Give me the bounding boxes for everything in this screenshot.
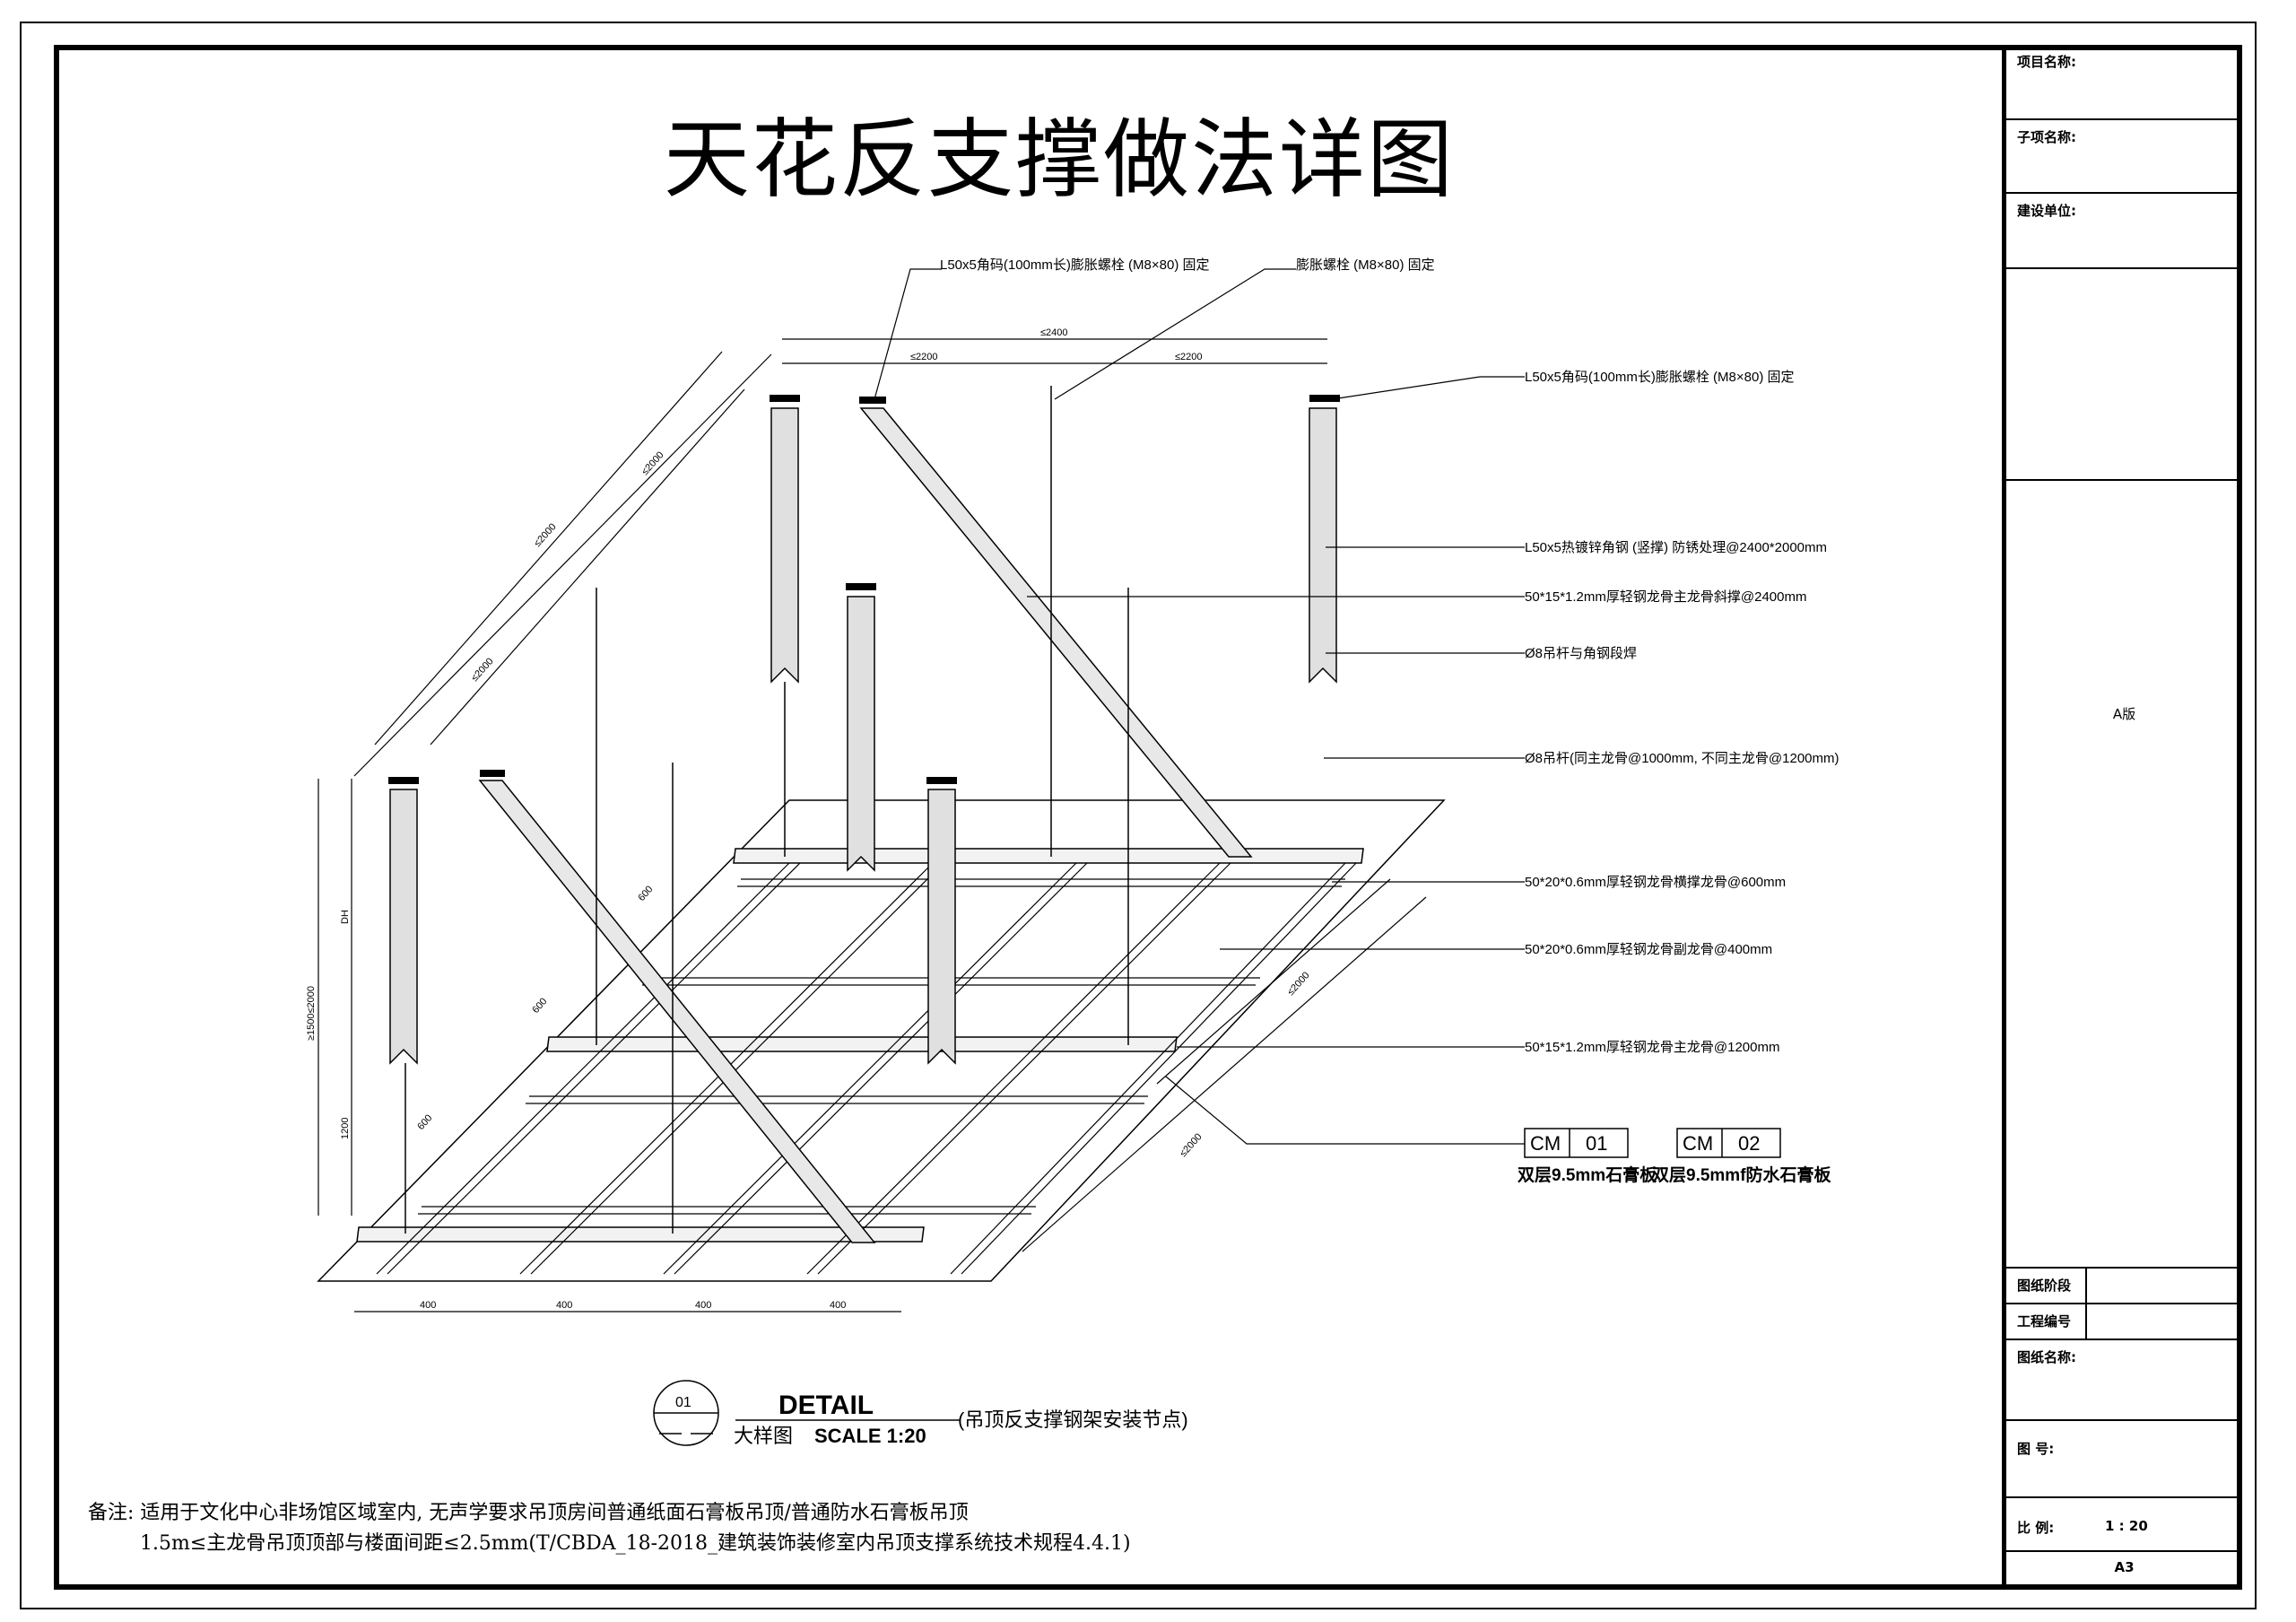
dim-bottom-4: 400 [830,1300,846,1311]
tb-version: A版 [2006,481,2242,1269]
callout-expansion-bolt: 膨胀螺栓 (M8×80) 固定 [1296,257,1435,273]
material-01-tag: CM [1530,1132,1561,1155]
callout-rod-weld: Ø8吊杆与角钢段焊 [1525,646,1637,661]
material-01-desc: 双层9.5mm石膏板 [1518,1164,1657,1185]
tb-drawing-name: 图纸名称: [2006,1340,2242,1421]
angle-strut-3 [1309,407,1337,684]
dim-grid-600-a: 600 [636,884,655,903]
sub-keels [376,862,1357,1275]
diagonal-brace-front [478,780,876,1243]
tb-project-name: 项目名称: [2006,45,2242,120]
dim-top-left: ≤2200 [910,352,938,362]
main-keel-front [356,1226,925,1243]
outer-border [20,22,2257,1609]
drawing-title: 天花反支撑做法详图 [664,109,1455,210]
tb-sub-name: 子项名称: [2006,120,2242,194]
main-keel-middle [546,1036,1178,1052]
angle-strut-4 [389,789,418,1065]
top-anchors [388,395,1340,784]
dim-bottom-1: 400 [420,1300,436,1311]
callout-rod-spacing: Ø8吊杆(同主龙骨@1000mm, 不同主龙骨@1200mm) [1525,751,1839,766]
material-02-num: 02 [1738,1132,1760,1155]
dim-vert-lower: 1200 [340,1118,351,1139]
tb-scale-row: 比 例: 1 : 20 [2006,1498,2242,1552]
note-line-2: 1.5m≤主龙骨吊顶顶部与楼面间距≤2.5mm(T/CBDA_18-2018_建… [140,1532,1131,1555]
hanging-rods [404,386,1129,1234]
tb-jobno-row: 工程编号 [2006,1304,2242,1340]
material-02-desc: 双层9.5mmf防水石膏板 [1652,1164,1832,1185]
dim-top-total: ≤2400 [1040,327,1068,338]
angle-strut-1 [770,407,799,684]
callout-sub-keel: 50*20*0.6mm厚轻钢龙骨副龙骨@400mm [1525,942,1772,957]
tb-paper-size: A3 [2114,1559,2135,1575]
detail-bubble [653,1380,960,1446]
tb-scale-label: 比 例: [2017,1520,2055,1536]
detail-subtitle: 大样图 [734,1425,793,1447]
callout-main-keel-brace: 50*15*1.2mm厚轻钢龙骨主龙骨斜撑@2400mm [1525,589,1806,605]
tb-blank-1 [2006,269,2242,481]
dim-diag-mid: ≤2000 [639,449,665,477]
inner-border [54,45,2242,1590]
tb-job-no: 工程编号 [2017,1313,2072,1330]
callout-angle-right: L50x5角码(100mm长)膨胀螺栓 (M8×80) 固定 [1525,370,1794,385]
tb-drawing-no: 图 号: [2006,1421,2242,1498]
callout-main-keel: 50*15*1.2mm厚轻钢龙骨主龙骨@1200mm [1525,1040,1779,1055]
tb-client: 建设单位: [2006,194,2242,269]
callout-galvanized-angle: L50x5热镀锌角钢 (竖撑) 防锈处理@2400*2000mm [1525,540,1827,555]
dim-vert-total: ≥1500≤2000 [306,986,317,1041]
dim-right-diag-a: ≤2000 [1285,970,1311,998]
dim-bottom-2: 400 [556,1300,572,1311]
tb-stage-row: 图纸阶段 [2006,1269,2242,1304]
diagonal-brace-back [859,407,1253,858]
dim-grid-600-b: 600 [530,996,549,1016]
tb-scale-value: 1 : 20 [2105,1518,2148,1534]
dim-vert-upper: DH [340,910,351,924]
dim-right-diag-b: ≤2000 [1178,1131,1204,1159]
material-01-num: 01 [1586,1132,1607,1155]
tb-stage: 图纸阶段 [2017,1278,2072,1294]
dim-grid-600-c: 600 [415,1112,434,1132]
angle-strut-5 [927,789,956,1065]
callout-cross-keel: 50*20*0.6mm厚轻钢龙骨横撑龙骨@600mm [1525,875,1786,890]
detail-scale: SCALE 1:20 [814,1425,926,1447]
dim-top-right: ≤2200 [1175,352,1203,362]
dim-diag-outer: ≤2000 [532,521,558,549]
leader-lines [874,268,1525,1145]
dim-diag-inner: ≤2000 [469,656,495,684]
material-02-tag: CM [1683,1132,1713,1155]
dimension-lines [317,338,1427,1312]
gypsum-board-plane [317,799,1446,1282]
detail-number: 01 [675,1395,691,1410]
main-keel-back [733,848,1364,864]
dim-bottom-3: 400 [695,1300,711,1311]
material-tag-boxes [1524,1128,1781,1158]
title-block: 项目名称: 子项名称: 建设单位: A版 图纸阶段 工程编号 图纸名称: 图 号… [2002,45,2242,1590]
detail-heading: DETAIL [778,1391,874,1420]
callout-angle-top: L50x5角码(100mm长)膨胀螺栓 (M8×80) 固定 [940,257,1209,273]
note-line-1: 备注: 适用于文化中心非场馆区域室内, 无声学要求吊顶房间普通纸面石膏板吊顶/普… [88,1502,969,1524]
detail-caption: (吊顶反支撑钢架安装节点) [958,1408,1188,1431]
angle-strut-2 [847,596,875,872]
